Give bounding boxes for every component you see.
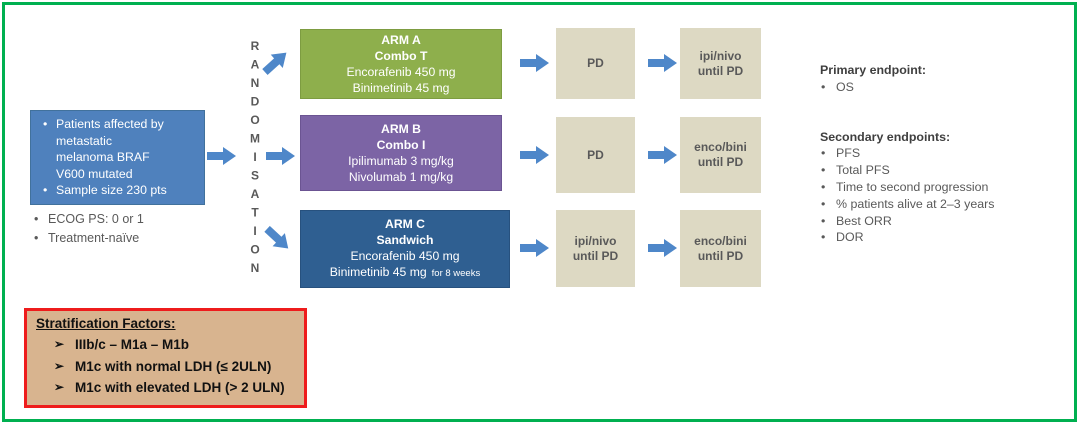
secondary-endpoint-item: PFS — [820, 145, 1070, 162]
arm-c-name: ARM C — [385, 217, 425, 231]
stratification-item: M1c with elevated LDH (> 2 ULN) — [36, 377, 296, 399]
population-bullet-list: Patients affected by metastatic melanoma… — [31, 112, 171, 203]
secondary-endpoints-title: Secondary endpoints: — [820, 129, 951, 144]
primary-endpoint-list: OS — [820, 79, 1070, 96]
eligibility-bullet-list: ECOG PS: 0 or 1Treatment-naïve — [30, 210, 144, 248]
eligibility-bullet: Treatment-naïve — [30, 229, 144, 248]
arm-a-name: ARM A — [381, 33, 421, 47]
endpoints-panel: Primary endpoint: OS Secondary endpoints… — [820, 62, 1070, 246]
arrow-population-to-randomisation-icon — [207, 146, 237, 166]
arm-a-drug1: Encorafenib 450 mg — [346, 65, 456, 79]
arrow-arm-c-to-stage1-icon — [520, 238, 550, 258]
stratification-list: IIIb/c – M1a – M1bM1c with normal LDH (≤… — [36, 334, 296, 399]
arm-c-stage1-box: ipi/nivo until PD — [556, 210, 635, 287]
primary-endpoint-title: Primary endpoint: — [820, 63, 927, 77]
secondary-endpoint-item: Best ORR — [820, 213, 1070, 230]
arm-b-drug2: Nivolumab 1 mg/kg — [348, 170, 454, 184]
secondary-endpoint-item: Total PFS — [820, 162, 1070, 179]
arm-b-box: ARM B Combo I Ipilimumab 3 mg/kg Nivolum… — [300, 115, 502, 191]
arrow-arm-b-stage1-to-stage2-icon — [648, 145, 678, 165]
arm-a-stage1-box: PD — [556, 28, 635, 99]
arm-c-drug2: Binimetinib 45 mg — [329, 265, 427, 279]
population-bullet: Sample size 230 pts — [41, 182, 167, 199]
arm-c-drug2-note: for 8 weeks — [431, 268, 481, 279]
arm-c-stage2-box: enco/bini until PD — [680, 210, 761, 287]
arm-c-drug2-line: Binimetinib 45 mg for 8 weeks — [301, 264, 509, 282]
arm-b-regimen: Combo I — [376, 138, 426, 152]
arrow-randomisation-to-arm-b-icon — [266, 146, 296, 166]
eligibility-bullet: ECOG PS: 0 or 1 — [30, 210, 144, 229]
arm-b-stage1-box: PD — [556, 117, 635, 193]
arrow-arm-a-to-stage1-icon — [520, 53, 550, 73]
arrow-arm-b-to-stage1-icon — [520, 145, 550, 165]
arrow-arm-c-stage1-to-stage2-icon — [648, 238, 678, 258]
secondary-endpoint-item: % patients alive at 2–3 years — [820, 196, 1070, 213]
arm-a-stage2-box: ipi/nivo until PD — [680, 28, 761, 99]
stratification-title: Stratification Factors: — [36, 316, 176, 331]
arrow-randomisation-to-arm-c-icon — [260, 221, 296, 256]
secondary-endpoint-item: DOR — [820, 229, 1070, 246]
arm-b-name: ARM B — [381, 122, 421, 136]
stratification-item: M1c with normal LDH (≤ 2ULN) — [36, 356, 296, 378]
arm-a-regimen: Combo T — [374, 49, 428, 63]
population-bullet: Patients affected by metastatic melanoma… — [41, 116, 167, 182]
stratification-box: Stratification Factors: IIIb/c – M1a – M… — [24, 308, 307, 408]
arrow-arm-a-stage1-to-stage2-icon — [648, 53, 678, 73]
randomisation-label: RANDOMISATION — [248, 39, 262, 280]
secondary-endpoint-item: Time to second progression — [820, 179, 1070, 196]
arm-a-drug2: Binimetinib 45 mg — [352, 81, 450, 95]
arm-a-box: ARM A Combo T Encorafenib 450 mg Binimet… — [300, 29, 502, 99]
population-box: Patients affected by metastatic melanoma… — [30, 110, 205, 205]
arm-c-regimen: Sandwich — [376, 233, 434, 247]
stratification-item: IIIb/c – M1a – M1b — [36, 334, 296, 356]
arrow-randomisation-to-arm-a-icon — [258, 45, 294, 80]
secondary-endpoints-list: PFSTotal PFSTime to second progression% … — [820, 145, 1070, 246]
arm-c-drug1: Encorafenib 450 mg — [350, 249, 460, 263]
primary-endpoint-item: OS — [820, 79, 1070, 96]
arm-c-box: ARM C Sandwich Encorafenib 450 mg Binime… — [300, 210, 510, 288]
arm-b-drug1: Ipilimumab 3 mg/kg — [348, 154, 454, 168]
arm-b-stage2-box: enco/bini until PD — [680, 117, 761, 193]
